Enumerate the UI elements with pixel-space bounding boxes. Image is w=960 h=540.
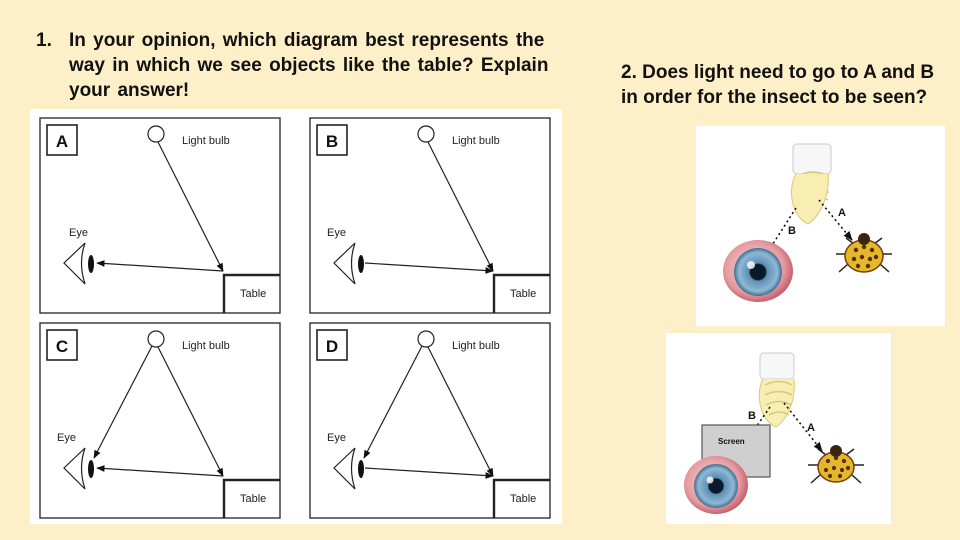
- cfl-bulb-icon: [791, 143, 832, 225]
- eye-photo-icon: [684, 456, 748, 514]
- diagram-d-bulb-label: Light bulb: [452, 340, 500, 352]
- ray-a: [818, 199, 853, 241]
- diagram-b-letter: B: [326, 132, 338, 151]
- ray-table-to-eye: [96, 465, 224, 477]
- ray-bulb-to-table: [427, 141, 494, 272]
- ray-eye-to-table: [364, 467, 494, 479]
- ray-bulb-to-table: [157, 141, 224, 272]
- ray-eye-to-table: [364, 262, 494, 274]
- light-diagrams: A Light bulb Eye Table B Light bulb Eye: [39, 117, 551, 519]
- diagram-a-letter: A: [56, 132, 68, 151]
- eye-photo-icon: [723, 240, 793, 302]
- diagram-a: A Light bulb Eye Table: [39, 117, 281, 314]
- diagram-b-frame: [309, 117, 551, 314]
- screen-label: Screen: [718, 437, 745, 446]
- diagram-b-table-label: Table: [510, 288, 536, 300]
- diagram-c-eye-label: Eye: [57, 432, 76, 444]
- eye-icon: [63, 447, 94, 490]
- table-shape: [222, 273, 280, 313]
- diagram-a-letter-box: [46, 124, 78, 156]
- table-shape: [492, 478, 550, 518]
- ray-b-label: B: [788, 225, 796, 237]
- insect-screen-svg: A B Screen: [684, 352, 864, 514]
- ray-bulb-to-eye: [363, 345, 423, 459]
- ray-b-label: B: [748, 410, 756, 422]
- question-1-number: 1.: [36, 30, 52, 51]
- eye-icon: [63, 242, 94, 285]
- diagram-c-frame: [39, 322, 281, 519]
- diagram-b-letter-box: [316, 124, 348, 156]
- diagram-b-eye-label: Eye: [327, 227, 346, 239]
- diagram-a-table-label: Table: [240, 288, 266, 300]
- diagram-d-letter-box: [316, 329, 348, 361]
- diagram-d-frame: [309, 322, 551, 519]
- diagram-c-bulb-label: Light bulb: [182, 340, 230, 352]
- table-shape: [222, 478, 280, 518]
- ladybug-icon: [836, 233, 892, 273]
- diagram-d-table-label: Table: [510, 493, 536, 505]
- ray-bulb-to-table: [427, 346, 494, 477]
- diagram-c-letter: C: [56, 337, 68, 356]
- light-bulb-icon: [147, 330, 165, 348]
- diagram-c-letter-box: [46, 329, 78, 361]
- diagram-b: B Light bulb Eye Table: [309, 117, 551, 314]
- diagram-d-eye-label: Eye: [327, 432, 346, 444]
- question-2-text: 2. Does light need to go to A and B in o…: [621, 62, 935, 108]
- ray-a: [783, 402, 823, 452]
- light-bulb-icon: [417, 330, 435, 348]
- diagram-a-frame: [39, 117, 281, 314]
- ray-bulb-to-eye: [93, 345, 153, 459]
- ray-a-label: A: [838, 207, 846, 219]
- light-bulb-icon: [417, 125, 435, 143]
- insect-light-svg: A B: [723, 143, 892, 302]
- ray-a-label: A: [807, 422, 815, 434]
- insect-light-illustration: A B: [696, 126, 945, 326]
- diagram-d: D Light bulb Eye Table: [309, 322, 551, 519]
- table-shape: [492, 273, 550, 313]
- insect-screen-illustration: A B Screen: [666, 333, 891, 524]
- cfl-bulb-icon: [758, 352, 795, 428]
- ladybug-icon: [808, 445, 864, 484]
- diagram-c: C Light bulb Eye Table: [39, 322, 281, 519]
- diagram-panel: A Light bulb Eye Table B Light bulb Eye: [30, 109, 562, 524]
- diagram-a-eye-label: Eye: [69, 227, 88, 239]
- diagram-c-table-label: Table: [240, 493, 266, 505]
- diagram-b-bulb-label: Light bulb: [452, 135, 500, 147]
- eye-icon: [333, 242, 364, 285]
- light-bulb-icon: [147, 125, 165, 143]
- ray-bulb-to-table: [157, 346, 224, 477]
- question-1-text: In your opinion, which diagram best repr…: [69, 30, 549, 101]
- diagram-d-letter: D: [326, 337, 338, 356]
- eye-icon: [333, 447, 364, 490]
- ray-table-to-eye: [96, 260, 224, 272]
- diagram-a-bulb-label: Light bulb: [182, 135, 230, 147]
